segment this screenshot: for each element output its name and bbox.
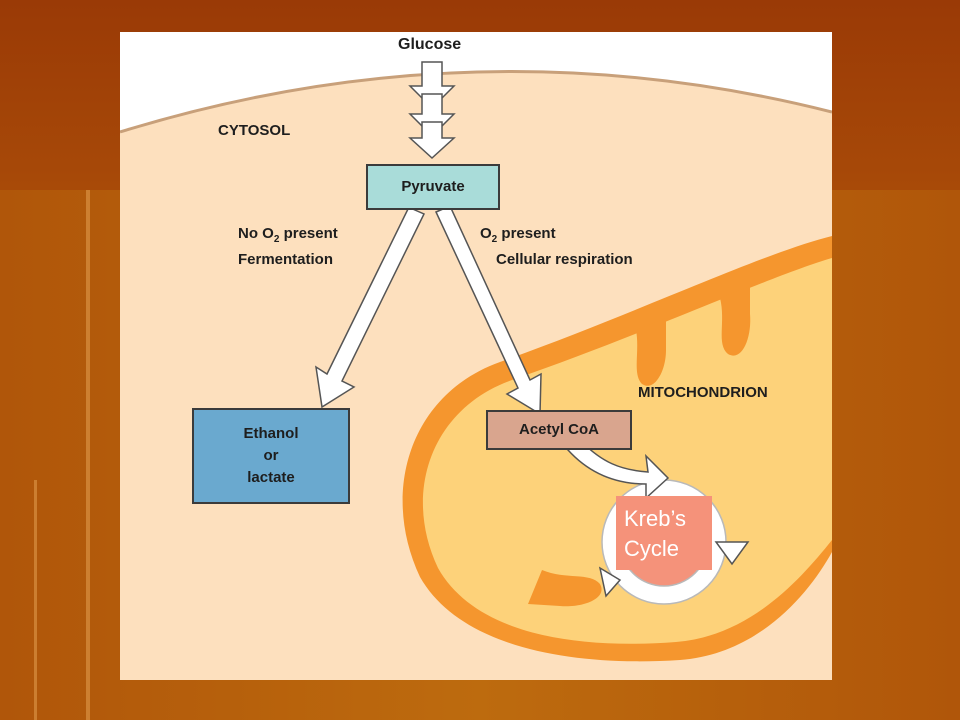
- no-o2-subscript: 2: [273, 234, 280, 245]
- acetyl-coa-box: Acetyl CoA: [486, 410, 632, 450]
- cytosol-label: CYTOSOL: [218, 122, 291, 139]
- o2-subscript: 2: [491, 234, 498, 245]
- cellular-respiration-label: Cellular respiration: [496, 251, 633, 268]
- respiration-diagram: Glucose CYTOSOL Pyruvate No O2 present F…: [120, 32, 832, 680]
- o2-present: present: [497, 225, 556, 242]
- o2-label: O2 present Cellular respiration: [480, 224, 633, 270]
- no-o2-label: No O2 present Fermentation: [238, 224, 338, 270]
- krebs-line-1: Kreb’s: [624, 506, 686, 531]
- no-o2-text: No O: [238, 225, 274, 242]
- glucose-arrow-3: [408, 121, 456, 160]
- respiration-arrow: [434, 205, 542, 416]
- ethanol-label: Ethanol: [243, 425, 299, 442]
- acetyl-coa-label: Acetyl CoA: [518, 421, 600, 438]
- crista-2: [720, 286, 751, 356]
- fermentation-label: Fermentation: [238, 251, 334, 268]
- cell-membrane: [120, 70, 832, 134]
- pyruvate-label: Pyruvate: [401, 178, 465, 195]
- slide-stripe-left: [86, 190, 90, 720]
- slide-stripe-left-2: [34, 480, 37, 720]
- acetyl-to-krebs-arrow: [566, 441, 670, 500]
- crista-3: [528, 570, 602, 607]
- crista-1: [636, 318, 666, 386]
- ethanol-lactate-box: Ethanol or lactate: [192, 408, 350, 504]
- krebs-arrowhead-left: [598, 566, 622, 598]
- lactate-label: lactate: [247, 469, 295, 486]
- krebs-cycle-label-box: Kreb’s Cycle: [616, 496, 712, 570]
- krebs-line-2: Cycle: [624, 536, 680, 561]
- no-o2-present: present: [279, 225, 338, 242]
- krebs-arrowhead-right: [714, 541, 750, 566]
- mitochondrion-label: MITOCHONDRION: [638, 384, 768, 401]
- o2-text: O: [480, 225, 492, 242]
- glucose-arrow-1: [408, 61, 456, 110]
- or-label: or: [263, 447, 279, 464]
- glucose-label: Glucose: [398, 36, 462, 53]
- fermentation-arrow: [315, 206, 426, 409]
- glucose-arrow-2: [408, 93, 456, 138]
- pyruvate-box: Pyruvate: [366, 164, 500, 210]
